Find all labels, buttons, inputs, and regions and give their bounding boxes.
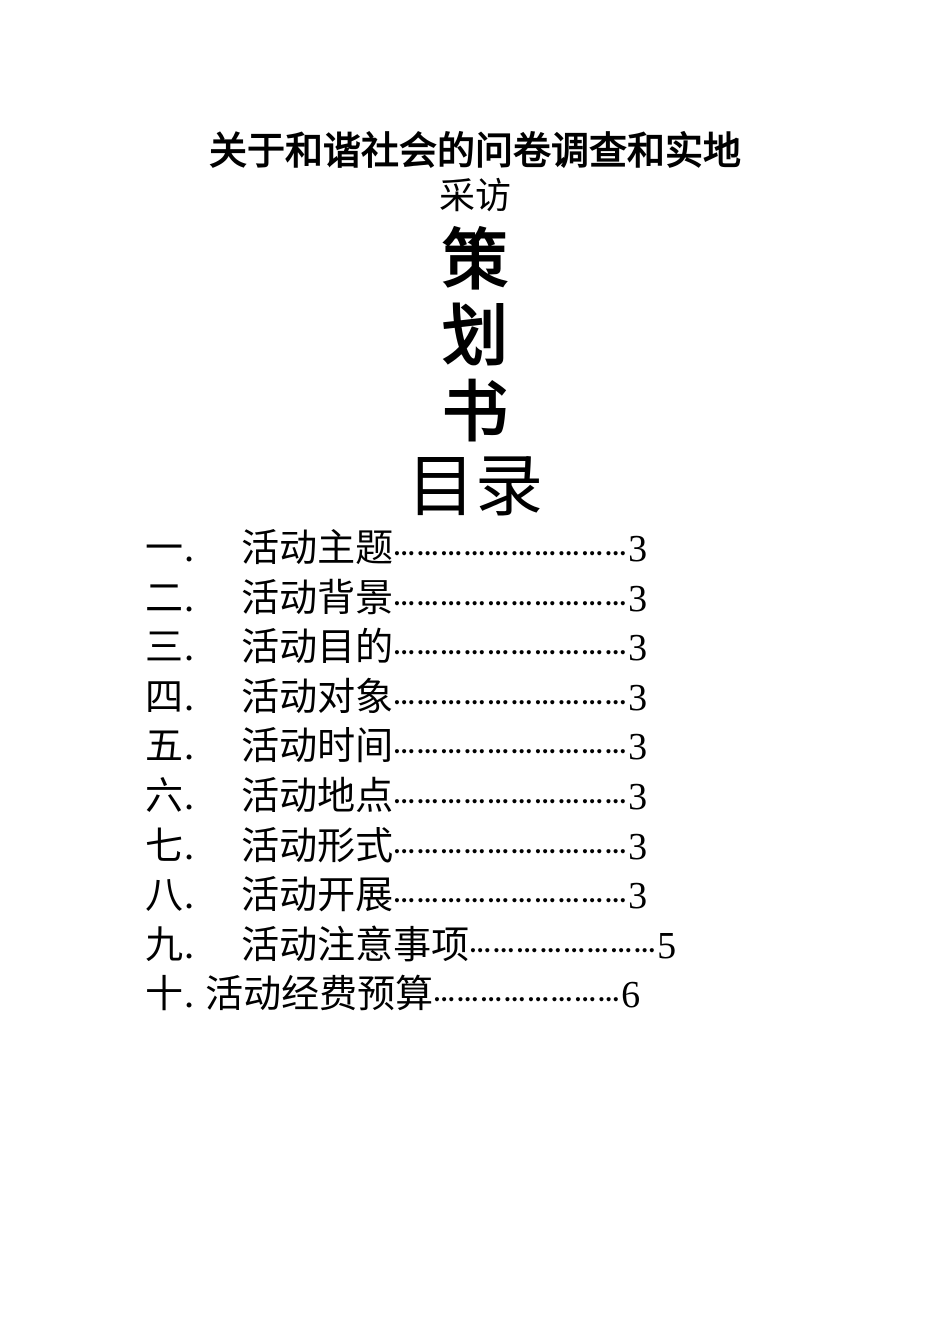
toc-entry-leader: ………………………… — [393, 634, 629, 661]
toc-entry-number: 十. — [145, 972, 196, 1017]
toc-entry-leader: ………………………… — [393, 782, 629, 809]
document-title-line-2: 采访 — [438, 176, 511, 217]
heading-char-1: 策 — [442, 221, 508, 299]
toc-entry-leader: …………………… — [469, 931, 658, 958]
toc-entry[interactable]: 四. 活动对象 ………………………… 3 — [145, 673, 765, 723]
toc-entry[interactable]: 三. 活动目的 ………………………… 3 — [145, 623, 765, 673]
document-title-line-1: 关于和谐社会的问卷调查和实地 — [208, 128, 741, 173]
toc-entry-label: 活动对象 — [241, 674, 394, 719]
toc-entry-page: 3 — [628, 528, 648, 570]
toc-entry-number: 六. — [145, 773, 196, 818]
toc-entry[interactable]: 一. 活动主题 ………………………… 3 — [145, 524, 765, 574]
toc-entry-leader: ………………………… — [393, 882, 629, 909]
toc-entry-number: 七. — [145, 823, 196, 868]
toc-entry-leader: …………………… — [433, 981, 622, 1008]
toc-entry-label: 活动时间 — [241, 724, 394, 769]
toc-entry-number: 三. — [145, 625, 196, 670]
toc-entry-page: 3 — [628, 875, 648, 918]
toc-entry-label: 活动开展 — [241, 873, 394, 918]
toc-entry[interactable]: 二. 活动背景 ………………………… 3 — [145, 574, 765, 624]
toc-entry-page: 3 — [628, 627, 648, 670]
toc-entry-number: 九. — [145, 922, 196, 967]
toc-entry-label: 活动注意事项 — [241, 922, 470, 967]
toc-entry-leader: ………………………… — [393, 584, 629, 611]
toc-entry[interactable]: 五. 活动时间 ………………………… 3 — [145, 722, 765, 772]
toc-entry-label: 活动形式 — [241, 823, 394, 868]
toc-entry-page: 3 — [628, 726, 648, 769]
heading-char-3: 书 — [442, 373, 508, 451]
toc-entry-number: 八. — [145, 873, 196, 918]
toc-entry-label: 活动主题 — [241, 526, 394, 570]
toc-entry-number: 四. — [145, 674, 196, 719]
toc-entry-number: 二. — [145, 575, 196, 620]
toc-entry-leader: ………………………… — [393, 683, 629, 710]
toc-entry-label: 活动地点 — [241, 773, 394, 818]
toc-entry-page: 3 — [628, 775, 648, 818]
toc-entry-page: 6 — [621, 974, 641, 1017]
table-of-contents: 一. 活动主题 ………………………… 3 二. 活动背景 ………………………… … — [145, 524, 765, 1020]
heading-char-2: 划 — [442, 297, 508, 375]
toc-entry-label: 活动经费预算 — [205, 972, 434, 1017]
toc-entry-page: 3 — [628, 577, 648, 620]
toc-entry[interactable]: 十. 活动经费预算 …………………… 6 — [145, 970, 765, 1020]
toc-entry-number: 一. — [145, 526, 196, 570]
toc-entry-number: 五. — [145, 724, 196, 769]
toc-entry-label: 活动背景 — [241, 575, 394, 620]
toc-entry-page: 3 — [628, 825, 648, 868]
toc-entry-leader: ………………………… — [393, 535, 629, 561]
toc-entry[interactable]: 六. 活动地点 ………………………… 3 — [145, 772, 765, 822]
toc-entry-page: 5 — [657, 924, 677, 967]
toc-entry-leader: ………………………… — [393, 733, 629, 760]
toc-heading: 目录 — [406, 448, 543, 527]
toc-entry-label: 活动目的 — [241, 625, 394, 670]
toc-entry[interactable]: 九. 活动注意事项 …………………… 5 — [145, 921, 765, 971]
toc-entry-leader: ………………………… — [393, 832, 629, 859]
toc-entry-page: 3 — [628, 676, 648, 719]
toc-entry[interactable]: 七. 活动形式 ………………………… 3 — [145, 822, 765, 872]
toc-entry[interactable]: 八. 活动开展 ………………………… 3 — [145, 871, 765, 921]
